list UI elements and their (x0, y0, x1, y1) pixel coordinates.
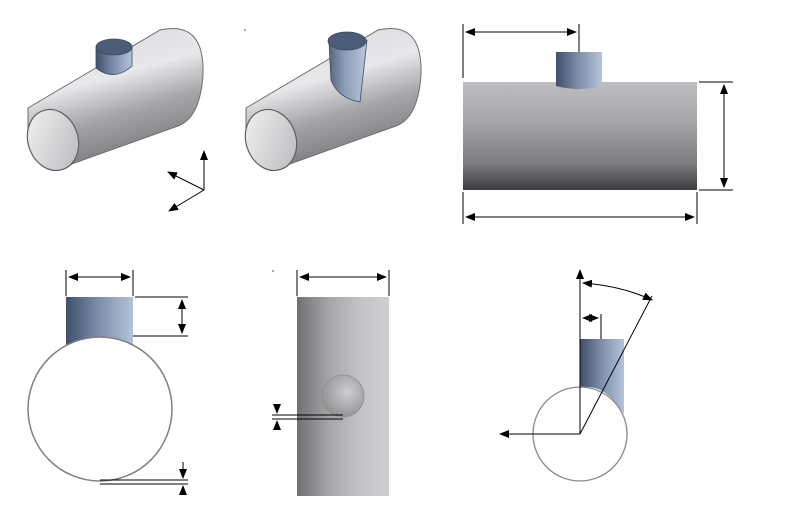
dim-pipe-length (462, 192, 698, 224)
front-elevation-view (462, 24, 733, 224)
stray-dot (244, 29, 246, 31)
dim-branch-height (133, 296, 188, 337)
dim-branch-width (65, 270, 134, 296)
plan-branch-hole (321, 374, 365, 418)
angle-section-view (499, 269, 653, 482)
dim-plan-offset (272, 404, 343, 430)
angle-ray (579, 295, 653, 435)
iso2-pipe-end-opening (244, 108, 298, 172)
iso1-pipe-end-opening (26, 108, 80, 172)
angle-arc (582, 279, 653, 301)
angle-construction-lines (499, 269, 653, 438)
dim-pipe-diameter (699, 81, 733, 191)
end-section-view (27, 270, 188, 495)
dim-wall-thickness (100, 462, 188, 495)
iso1-branch-top (95, 38, 133, 56)
iso-view-offset-branch (244, 28, 422, 172)
axis-x-arrow (167, 171, 205, 191)
front-pipe-body (463, 82, 697, 190)
iso-view-straight-branch (26, 28, 204, 172)
iso2-branch-body (328, 39, 368, 103)
axis-triad (167, 150, 208, 212)
iso2-branch-top (327, 31, 367, 51)
stray-dot (272, 270, 274, 272)
axis-y-arrow (168, 189, 205, 212)
end-pipe-circle (27, 336, 173, 482)
dim-branch-offset (462, 24, 580, 78)
dim-plan-diameter (296, 270, 390, 296)
front-branch-body (556, 52, 602, 89)
top-plan-view (272, 270, 390, 496)
angle-branch-body (580, 339, 624, 414)
